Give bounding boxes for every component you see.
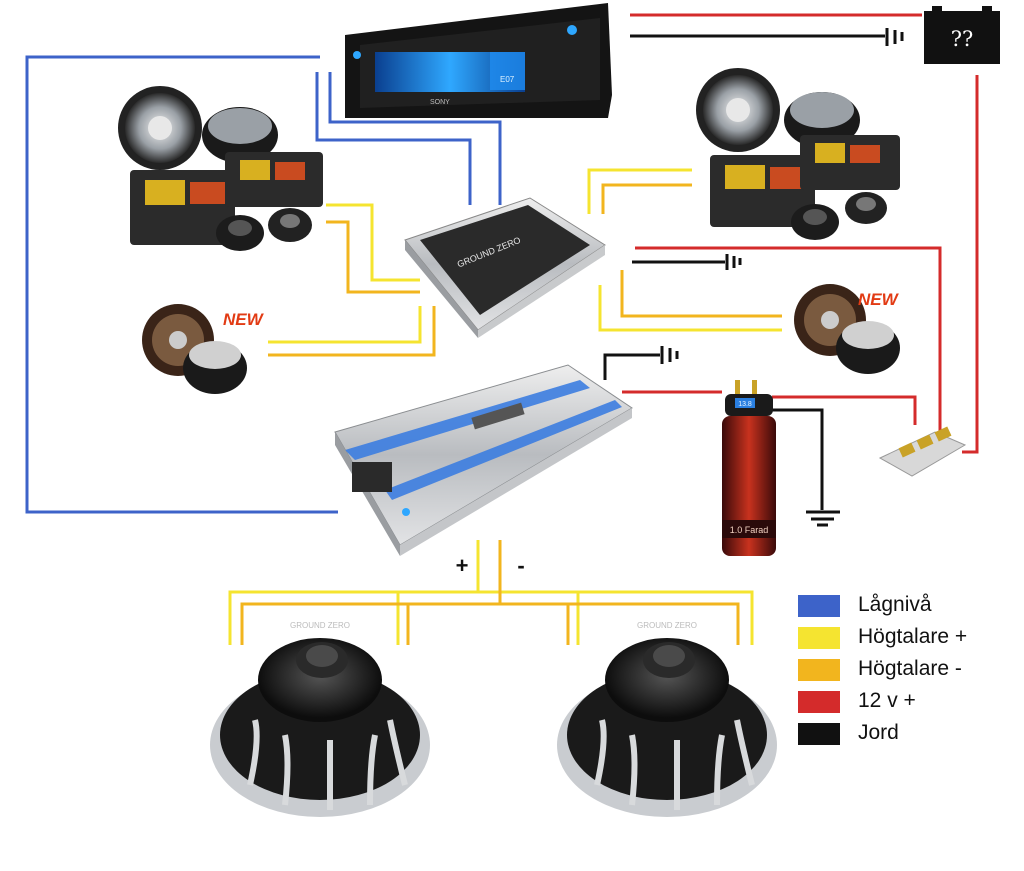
ground-wires <box>603 34 885 510</box>
battery: ?? <box>924 6 1000 64</box>
power-wire-cap-fuse <box>772 395 917 425</box>
ground-symbols <box>660 28 904 527</box>
component-speaker-set-right <box>696 68 900 240</box>
capacitor: 13.8 1.0 Farad <box>722 380 776 556</box>
coaxial-left-badge: NEW <box>223 310 265 329</box>
legend-label: Lågnivå <box>858 593 932 616</box>
low-level-wires <box>25 55 502 514</box>
legend-item-low-level: Lågnivå <box>798 592 1008 624</box>
ground-symbol-icon <box>885 28 904 46</box>
fuse-block <box>878 426 967 477</box>
coaxial-speaker-right: NEW <box>794 284 900 374</box>
head-unit-display: E07 <box>500 75 515 84</box>
coaxial-speaker-left: NEW <box>142 304 265 394</box>
ground-wire-amp-big <box>603 353 660 380</box>
low-level-wire-a <box>315 72 472 205</box>
head-unit: E07 SONY <box>345 3 612 118</box>
ground-symbol-icon <box>806 510 840 527</box>
legend-label: 12 v + <box>858 689 916 712</box>
subwoofer-left-brand: GROUND ZERO <box>290 621 350 630</box>
power-wire-fuse-amp <box>635 246 942 445</box>
capacitor-display: 13.8 <box>738 401 752 408</box>
legend-swatch <box>798 659 840 681</box>
head-unit-knob-icon <box>567 25 577 35</box>
low-level-wire-b <box>328 72 502 205</box>
ground-wire-cap <box>772 408 824 510</box>
legend-swatch <box>798 595 840 617</box>
battery-label: ?? <box>951 27 974 51</box>
legend-item-speaker-plus: Högtalare + <box>798 624 1008 656</box>
legend-swatch <box>798 691 840 713</box>
power-wires <box>622 13 979 454</box>
subwoofer-left: GROUND ZERO <box>210 621 430 817</box>
low-level-wire-main <box>25 55 338 514</box>
amp-terminal-plus: + <box>456 553 469 578</box>
legend-item-speaker-minus: Högtalare - <box>798 656 1008 688</box>
head-unit-brand: SONY <box>430 99 450 106</box>
component-speaker-set-left <box>118 86 323 251</box>
legend-swatch <box>798 723 840 745</box>
ground-symbol-icon <box>660 346 679 364</box>
amplifier-4ch: GROUND ZERO <box>404 197 606 338</box>
legend-item-ground: Jord <box>798 720 1008 752</box>
legend-label: Högtalare + <box>858 625 968 648</box>
ground-symbol-icon <box>725 254 742 270</box>
legend: Lågnivå Högtalare + Högtalare - 12 v + J… <box>798 592 1008 752</box>
speaker-plus-wires <box>228 168 782 645</box>
subwoofer-right-brand: GROUND ZERO <box>637 621 697 630</box>
capacitor-label: 1.0 Farad <box>730 525 769 535</box>
legend-label: Högtalare - <box>858 657 962 680</box>
amplifier-mono <box>334 364 633 556</box>
speaker-minus-wires <box>240 183 782 645</box>
legend-swatch <box>798 627 840 649</box>
coaxial-right-badge: NEW <box>858 290 900 309</box>
legend-item-power: 12 v + <box>798 688 1008 720</box>
power-wire-battery-fuse <box>962 75 979 454</box>
legend-label: Jord <box>858 721 899 744</box>
subwoofer-right: GROUND ZERO <box>557 621 777 817</box>
amp-terminal-minus: - <box>517 553 524 578</box>
